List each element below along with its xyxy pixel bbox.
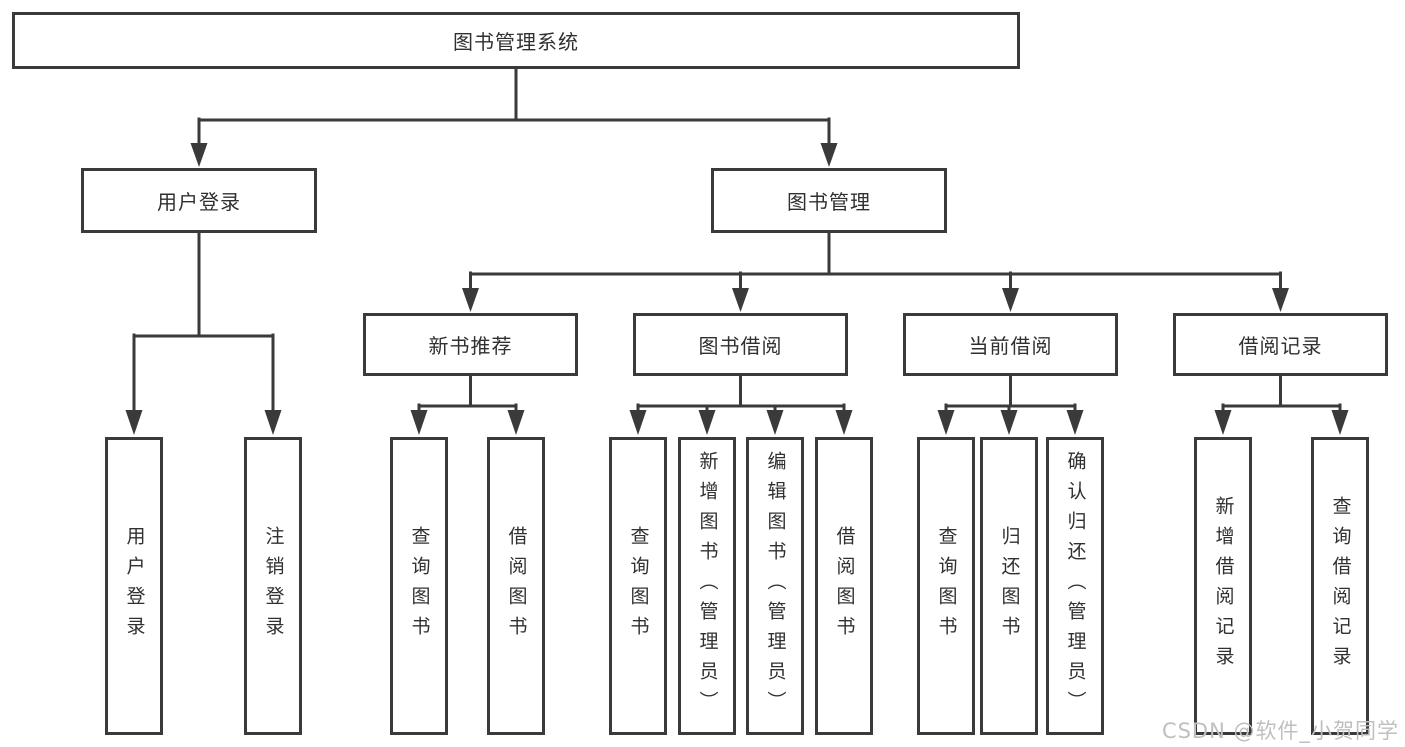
arrowhead-icon bbox=[1272, 288, 1289, 312]
leaf-add-borrow-record: 新增借阅记录 bbox=[1194, 437, 1252, 735]
edge-level3-to-leaves bbox=[417, 403, 1342, 414]
arrowhead-icon bbox=[264, 410, 282, 435]
arrowhead-icon bbox=[1331, 410, 1349, 435]
leaf-confirm-return-admin: 确认归还（管理员） bbox=[1046, 437, 1104, 735]
arrowhead-icon bbox=[410, 410, 428, 435]
edge-user-login-to-leaves bbox=[132, 231, 275, 414]
arrowhead-icon bbox=[766, 410, 784, 435]
node-label: 新增借阅记录 bbox=[1212, 496, 1235, 676]
node-label: 编辑图书（管理员） bbox=[764, 451, 787, 721]
node-label: 查询图书 bbox=[627, 526, 650, 646]
arrowhead-icon bbox=[698, 410, 716, 435]
arrowhead-icon bbox=[1066, 410, 1084, 435]
node-label: 注销登录 bbox=[262, 526, 285, 646]
node-label: 归还图书 bbox=[998, 526, 1021, 646]
arrowhead-icon bbox=[937, 410, 955, 435]
leaf-user-login: 用户登录 bbox=[105, 437, 163, 735]
arrowhead-icon bbox=[125, 410, 143, 435]
node-label: 用户登录 bbox=[157, 190, 241, 214]
node-book-management: 图书管理 bbox=[711, 168, 947, 233]
node-new-book-recommendation: 新书推荐 bbox=[363, 313, 578, 376]
leaf-edit-books-admin: 编辑图书（管理员） bbox=[746, 437, 804, 735]
node-label: 图书借阅 bbox=[698, 334, 783, 358]
leaf-borrow-books-recommend: 借阅图书 bbox=[487, 437, 545, 735]
leaf-query-books-recommend: 查询图书 bbox=[390, 437, 448, 735]
node-label: 新书推荐 bbox=[428, 334, 513, 358]
node-borrowing-records: 借阅记录 bbox=[1173, 313, 1388, 376]
arrowhead-icon bbox=[462, 288, 479, 312]
leaf-query-borrow-record: 查询借阅记录 bbox=[1311, 437, 1369, 735]
arrowhead-icon bbox=[190, 143, 208, 167]
node-label: 查询图书 bbox=[408, 526, 431, 646]
arrowhead-icon bbox=[629, 410, 647, 435]
arrowhead-icon bbox=[835, 410, 853, 435]
node-label: 图书管理 bbox=[787, 190, 871, 214]
node-label: 当前借阅 bbox=[968, 334, 1053, 358]
leaf-add-books-admin: 新增图书（管理员） bbox=[678, 437, 736, 735]
node-label: 借阅记录 bbox=[1238, 334, 1323, 358]
arrowhead-icon bbox=[820, 143, 838, 167]
node-label: 借阅图书 bbox=[505, 526, 528, 646]
leaf-query-books-current: 查询图书 bbox=[917, 437, 975, 735]
node-book-borrowing: 图书借阅 bbox=[633, 313, 848, 376]
edge-root-to-level2 bbox=[197, 67, 831, 147]
node-label: 用户登录 bbox=[123, 526, 146, 646]
node-current-borrowing: 当前借阅 bbox=[903, 313, 1118, 376]
leaf-logout: 注销登录 bbox=[244, 437, 302, 735]
node-book-management-system: 图书管理系统 bbox=[12, 12, 1020, 69]
node-label: 确认归还（管理员） bbox=[1064, 451, 1087, 721]
node-label: 查询借阅记录 bbox=[1329, 496, 1352, 676]
node-user-login: 用户登录 bbox=[81, 168, 317, 233]
arrowhead-icon bbox=[732, 288, 749, 312]
edge-book-management-to-level3 bbox=[469, 231, 1282, 292]
node-label: 新增图书（管理员） bbox=[696, 451, 719, 721]
arrowhead-icon bbox=[507, 410, 525, 435]
arrowhead-icon bbox=[1002, 288, 1019, 312]
leaf-borrow-books: 借阅图书 bbox=[815, 437, 873, 735]
csdn-watermark: CSDN @软件_小贺同学 bbox=[1161, 719, 1399, 743]
leaf-return-books: 归还图书 bbox=[980, 437, 1038, 735]
node-label: 查询图书 bbox=[935, 526, 958, 646]
arrowhead-icon bbox=[1214, 410, 1232, 435]
edge-level3-stems bbox=[469, 374, 1282, 408]
arrowhead-icon bbox=[1000, 410, 1018, 435]
leaf-query-books-borrowing: 查询图书 bbox=[609, 437, 667, 735]
node-label: 借阅图书 bbox=[833, 526, 856, 646]
node-label: 图书管理系统 bbox=[453, 30, 579, 54]
